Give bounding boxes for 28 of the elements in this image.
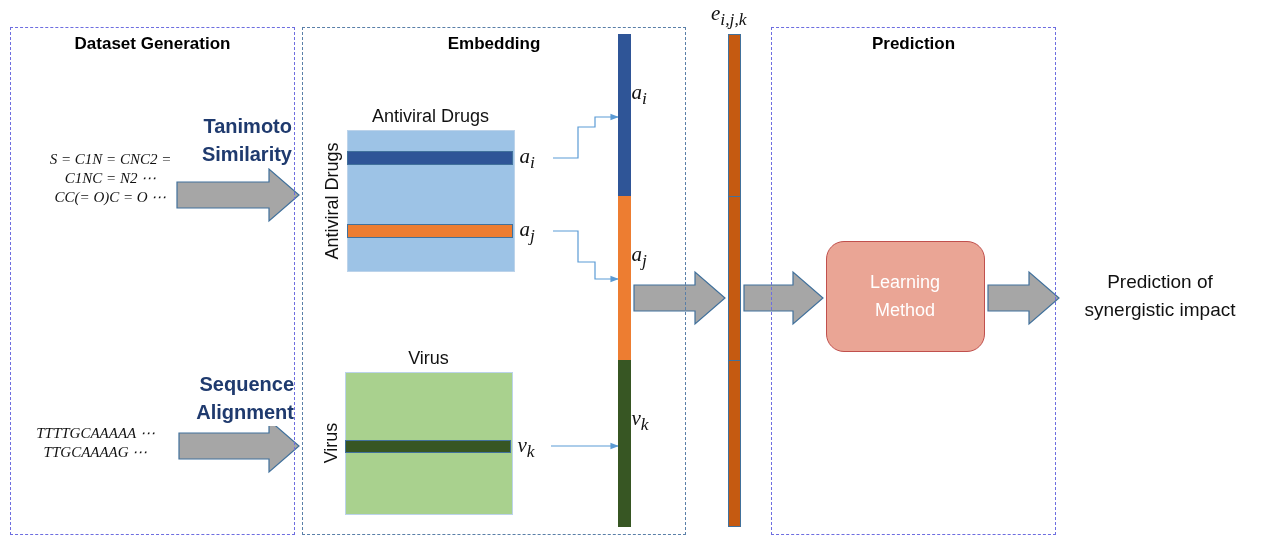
arrow — [552, 113, 619, 159]
section-panel — [771, 27, 1056, 535]
sequence-text: TTTTGCAAAAA ⋯ TTGCAAAAG ⋯ — [15, 423, 176, 468]
symbol-label: a$_{i}$ — [631, 81, 647, 108]
method-box — [825, 240, 985, 352]
matrix-heading: Antiviral Drugs — [371, 105, 489, 127]
method-label: Learning Method — [868, 271, 942, 322]
panel-title: Embedding — [447, 34, 541, 54]
symbol-label: v$_{k}$ — [631, 407, 649, 434]
matrix-side-label: Virus — [320, 422, 342, 464]
arrow — [550, 442, 619, 450]
symbol-label: a$_{j}$ — [631, 243, 647, 270]
block-arrow — [987, 270, 1060, 326]
matrix-heading: Virus — [408, 347, 449, 369]
symbol-label: a$_{j}$ — [519, 218, 535, 245]
sequence-text: S = C1N = CNC2 = C1NC = N2 ⋯ CC(= O)C = O ⋯ — [47, 149, 174, 210]
symbol-label: e$_{i,j,k}$ — [711, 3, 747, 29]
block-arrow — [176, 167, 300, 223]
block-arrow — [743, 270, 824, 326]
panel-title: Prediction — [871, 34, 956, 54]
symbol-label: v$_{k}$ — [517, 434, 535, 461]
panel-title: Dataset Generation — [74, 34, 231, 54]
block-arrow — [633, 270, 726, 326]
symbol-label: a$_{i}$ — [519, 145, 535, 172]
arrow — [552, 230, 619, 283]
matrix-side-label: Antiviral Drugs — [322, 142, 344, 259]
output-text: Prediction of synergistic impact — [1062, 268, 1258, 328]
section-panel — [302, 27, 686, 535]
